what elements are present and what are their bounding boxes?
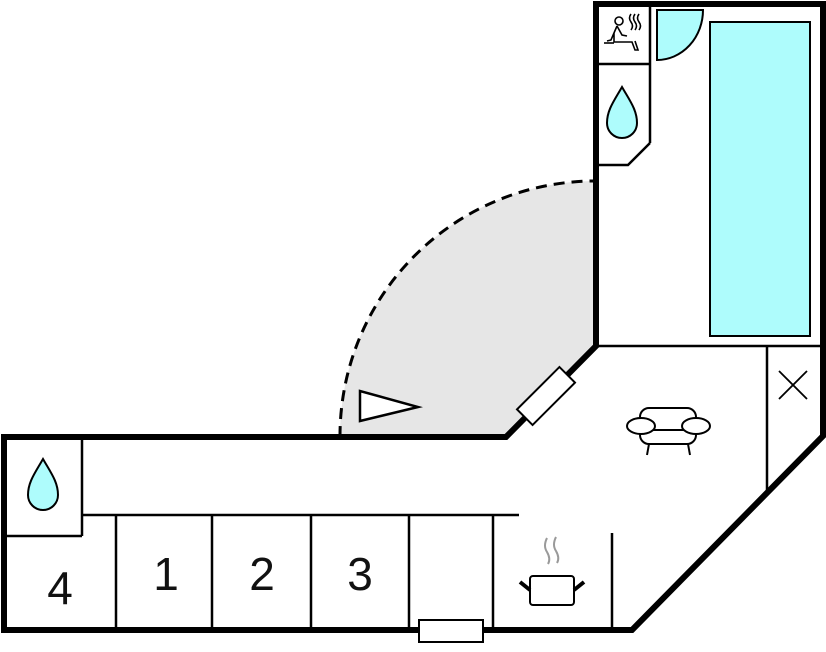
shower-drop-icon [605,84,639,139]
window-diagonal [515,365,577,427]
pool [709,21,811,337]
terrace-area [339,181,594,437]
storage-cross-icon [778,370,808,400]
shower-drop-icon [26,456,60,511]
room-label-4: 4 [47,562,73,614]
entrance-arrow-icon [358,389,423,423]
kitchen-pot-icon [518,536,586,606]
window-bottom [418,619,484,643]
room-label-3: 3 [347,548,373,600]
sauna-icon [604,13,642,51]
room-label-1: 1 [153,548,179,600]
room-label-2: 2 [249,548,275,600]
sofa-icon [626,407,711,456]
terrace-dashed-arc [338,179,595,438]
spa-quarter [656,9,705,62]
